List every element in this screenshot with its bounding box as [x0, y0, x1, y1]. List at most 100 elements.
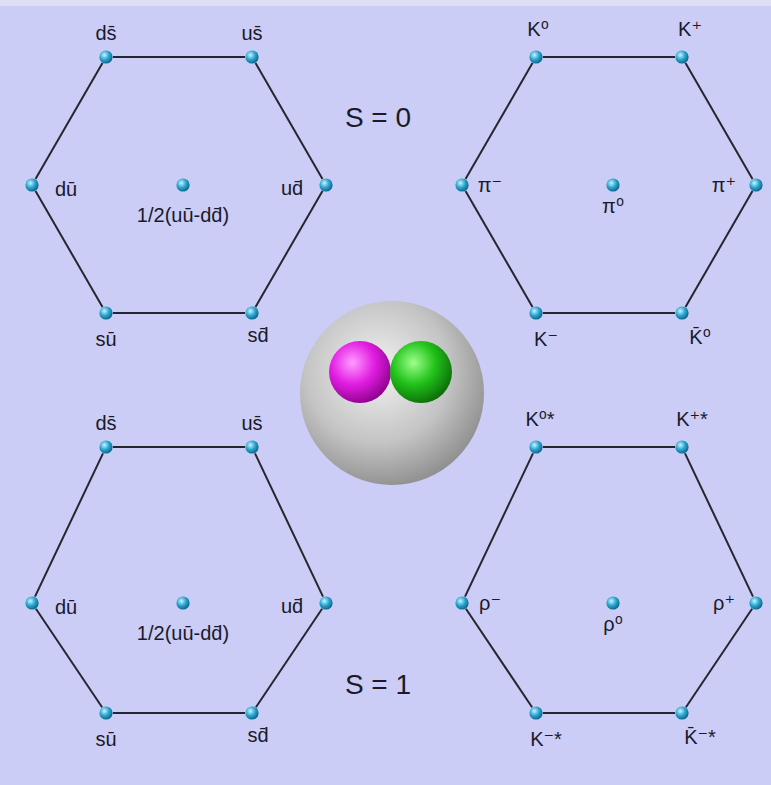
hexagon-side [256, 63, 323, 179]
particle-dot: K⁺ [675, 50, 689, 64]
dot-shape [675, 306, 689, 320]
top-strip [0, 0, 771, 6]
dot-ball [675, 706, 688, 719]
particle-dot: ud̄ [319, 596, 333, 610]
dot-ball [99, 440, 112, 453]
meson-label: π⁰ [602, 194, 624, 218]
hexagon-side [35, 453, 103, 596]
particle-dot: dū [25, 596, 39, 610]
spin-label: S = 0 [345, 102, 411, 134]
quark-content-label: us̄ [241, 411, 262, 435]
meson-label: K⁺ [678, 17, 702, 41]
dot-ball [455, 596, 468, 609]
hexagon-side [685, 453, 753, 596]
hexagon-side [256, 609, 322, 707]
spin-label: S = 1 [345, 669, 411, 701]
quark-content-label: dū [55, 595, 77, 619]
particle-dot: ρ⁺ [749, 596, 763, 610]
quark-content-label: ud̄ [281, 176, 303, 200]
particle-dot: ρ⁰ [606, 596, 620, 610]
dot-ball [529, 440, 542, 453]
dot-shape [675, 440, 689, 454]
dot-shape [749, 178, 763, 192]
meson-label: K⁺* [676, 407, 708, 431]
dot-shape [319, 178, 333, 192]
dot-ball [245, 440, 258, 453]
dot-ball [99, 706, 112, 719]
particle-dot: us̄ [245, 50, 259, 64]
dot-shape [606, 596, 620, 610]
hexagon-side [466, 609, 532, 707]
particle-dot: K⁰* [529, 440, 543, 454]
quark-content-label: 1/2(uū-dd̄) [137, 203, 229, 227]
quark-content-label: us̄ [241, 21, 262, 45]
dot-ball [245, 50, 258, 63]
particle-dot: dū [25, 178, 39, 192]
particle-dot: π⁰ [606, 178, 620, 192]
meson-label: K⁻* [530, 727, 562, 751]
meson-label: K̄⁻* [684, 725, 716, 749]
dot-shape [675, 706, 689, 720]
quark-ball [329, 341, 391, 403]
dot-ball [176, 178, 189, 191]
particle-dot: K⁻* [529, 706, 543, 720]
dot-shape [99, 50, 113, 64]
particle-dot: K̄⁰ [675, 306, 689, 320]
hexagon-side [686, 191, 753, 307]
dot-ball [675, 306, 688, 319]
dot-shape [529, 706, 543, 720]
hexagon-side [686, 609, 752, 707]
dot-shape [25, 596, 39, 610]
particle-dot: 1/2(uū-dd̄) [176, 596, 190, 610]
meson-sphere [300, 301, 484, 485]
dot-shape [749, 596, 763, 610]
dot-ball [529, 306, 542, 319]
meson-label: K⁻ [534, 327, 558, 351]
quark-content-label: 1/2(uū-dd̄) [137, 621, 229, 645]
dot-ball [176, 596, 189, 609]
quark-content-label: sū [95, 327, 116, 351]
meson-label: K̄⁰ [689, 325, 710, 349]
dot-shape [606, 178, 620, 192]
particle-dot: sd̄ [245, 306, 259, 320]
particle-dot: sū [99, 306, 113, 320]
meson-label: ρ⁻ [479, 591, 501, 615]
dot-shape [455, 178, 469, 192]
dot-ball [245, 706, 258, 719]
dot-ball [99, 306, 112, 319]
particle-dot: ud̄ [319, 178, 333, 192]
dot-shape [245, 50, 259, 64]
hexagon-side [36, 191, 103, 307]
particle-dot: K⁺* [675, 440, 689, 454]
particle-dot: K⁰ [529, 50, 543, 64]
dot-ball [606, 178, 619, 191]
dot-shape [245, 706, 259, 720]
dot-shape [455, 596, 469, 610]
quark-content-label: ds̄ [95, 21, 116, 45]
hexagon-side [543, 712, 675, 714]
hexagon-side [255, 453, 323, 596]
meson-label: K⁰ [527, 17, 548, 41]
hexagon-side [543, 56, 675, 58]
dot-shape [245, 440, 259, 454]
dot-ball [529, 706, 542, 719]
hexagon-side [36, 609, 102, 707]
dot-shape [176, 596, 190, 610]
dot-shape [176, 178, 190, 192]
particle-dot: ds̄ [99, 50, 113, 64]
particle-dot: K⁻ [529, 306, 543, 320]
meson-label: ρ⁰ [603, 612, 622, 636]
dot-ball [675, 50, 688, 63]
particle-dot: sū [99, 706, 113, 720]
antiquark-ball [390, 341, 452, 403]
dot-shape [25, 178, 39, 192]
dot-ball [319, 178, 332, 191]
dot-shape [99, 306, 113, 320]
dot-ball [25, 178, 38, 191]
quark-content-label: ds̄ [95, 411, 116, 435]
dot-ball [25, 596, 38, 609]
dot-ball [749, 596, 762, 609]
dot-ball [675, 440, 688, 453]
hexagon-side [466, 191, 533, 307]
hexagon-side [113, 446, 245, 448]
